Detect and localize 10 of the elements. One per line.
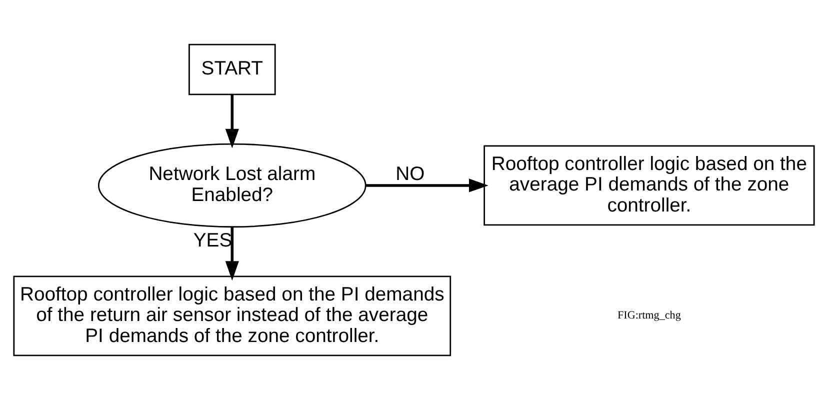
node-box: START bbox=[188, 44, 276, 96]
arrow bbox=[225, 226, 239, 281]
node-ellipse: Network Lost alarm Enabled? bbox=[98, 143, 366, 228]
arrow bbox=[225, 94, 239, 148]
edge-label: YES bbox=[193, 229, 232, 252]
node-box: Rooftop controller logic based on the average PI demands of the zone controller. bbox=[484, 145, 815, 226]
node-box: Rooftop controller logic based on the PI demands of the return air sensor instead of the average PI demands of the zone controller. bbox=[13, 276, 452, 356]
label: FIG:rtmg_chg bbox=[618, 310, 681, 322]
edge-label: NO bbox=[396, 163, 425, 186]
arrow bbox=[366, 178, 488, 192]
